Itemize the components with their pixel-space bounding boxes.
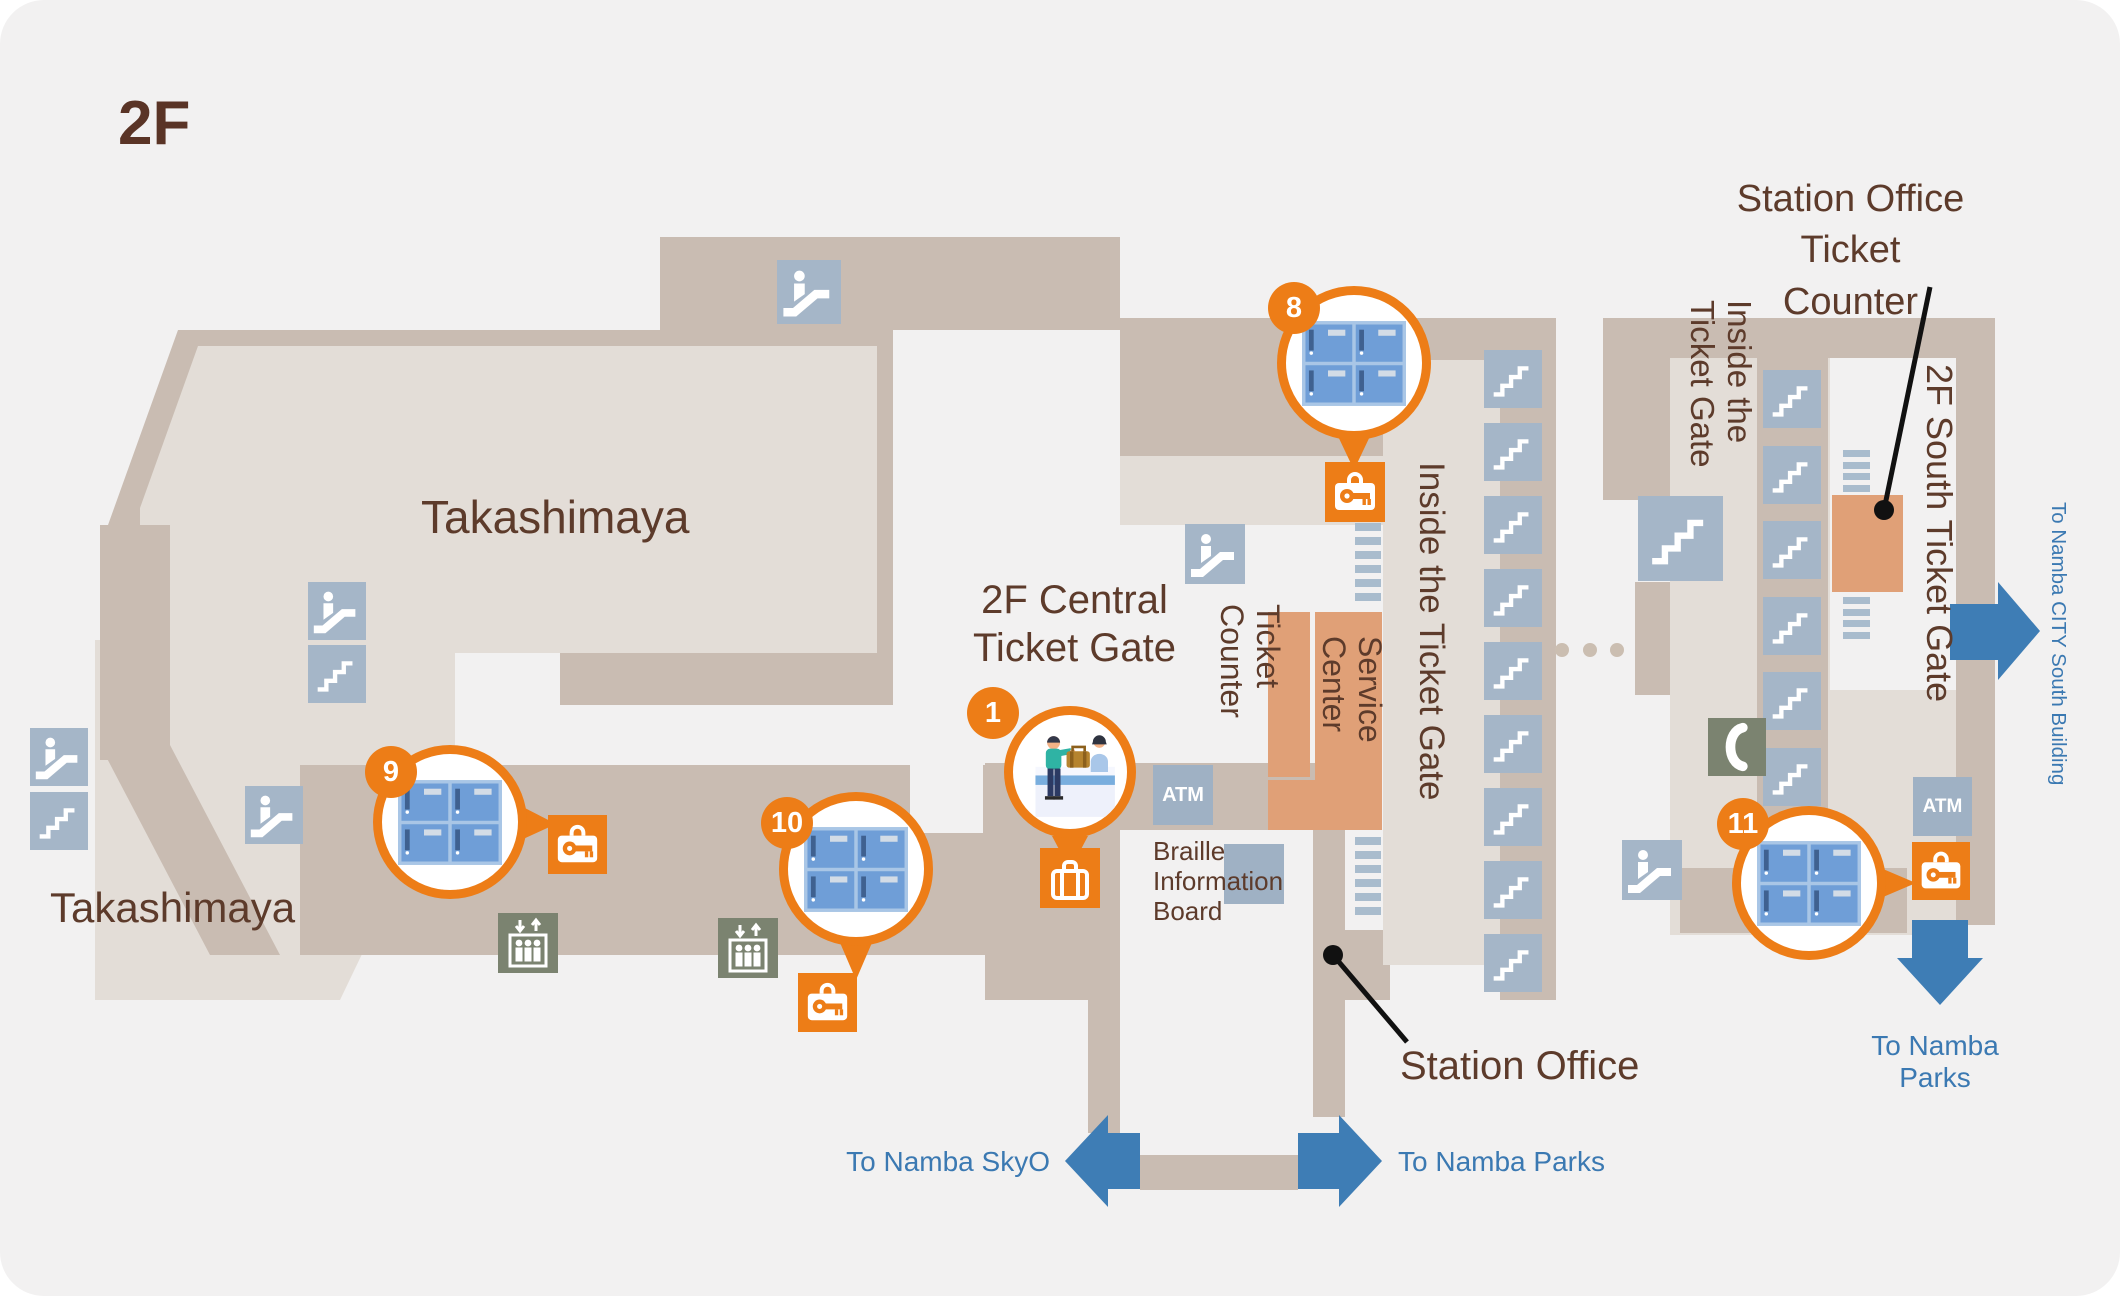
ticket-gate-bar [1355, 851, 1381, 859]
locker-number-badge: 9 [365, 746, 417, 798]
ticket-gate-bar [1843, 461, 1870, 469]
locker-key-icon [798, 973, 857, 1032]
ticket-gate-bar [1355, 523, 1381, 531]
ticket-gate-bar [1355, 593, 1381, 601]
braille-board-label: Braille Information Board [1153, 836, 1284, 927]
inside-ticket-gate-right-label: Inside the Ticket Gate [1684, 300, 1758, 468]
central-ticket-gate-label: 2F Central Ticket Gate [972, 578, 1177, 670]
ticket-gate-bar [1355, 893, 1381, 901]
ticket-gate-bar [1843, 620, 1870, 627]
ticket-gate-bar [1355, 865, 1381, 873]
stairs-icon [1484, 569, 1542, 627]
stairs-icon [1763, 446, 1821, 504]
to-namba-parks-bottom-label: To Namba Parks [1398, 1146, 1605, 1177]
ticket-gate-bar [1843, 473, 1870, 480]
ticket-gate-bar [1843, 631, 1870, 639]
ticket-gate-bar [1355, 837, 1381, 845]
elevator-icon [718, 918, 778, 978]
luggage-counter-icon [1040, 848, 1100, 908]
braille-board-icon [1224, 844, 1284, 904]
stairs-icon [1763, 370, 1821, 428]
to-namba-parks-right-label: To Namba Parks [1871, 1030, 1999, 1093]
stairs-icon [1484, 788, 1542, 846]
escalator-icon [308, 582, 366, 640]
ticket-counter-label: Ticket Counter [1214, 604, 1286, 718]
locker-number-badge: 11 [1717, 798, 1769, 850]
stairs-icon [1484, 715, 1542, 773]
locker-number-badge: 8 [1268, 282, 1320, 334]
escalator-icon [777, 260, 841, 324]
ticket-gate-bar [1355, 579, 1381, 587]
stairs-icon [1763, 672, 1821, 730]
ticket-gate-bar [1355, 907, 1381, 915]
service-center-label: Service Center [1316, 636, 1388, 743]
ticket-gate-bar [1843, 484, 1870, 492]
ticket-gate-bar [1355, 565, 1381, 573]
locker-number-badge: 10 [761, 797, 813, 849]
ticket-gate-bar [1843, 450, 1870, 457]
phone-icon [1708, 718, 1766, 776]
station-office-label: Station Office [1400, 1044, 1640, 1088]
stairs-icon [30, 792, 88, 850]
to-namba-skyo-label: To Namba SkyO [846, 1146, 1050, 1177]
locker-key-icon [1325, 462, 1385, 522]
ticket-gate-bar [1843, 597, 1870, 604]
stairs-icon [308, 645, 366, 703]
escalator-icon [1185, 524, 1245, 584]
takashimaya-upper-label: Takashimaya [421, 491, 690, 543]
ticket-gate-bar [1355, 551, 1381, 559]
locker-key-icon [548, 815, 607, 874]
stairs-icon [1763, 748, 1821, 806]
stairs-icon [1763, 597, 1821, 655]
ticket-gate-bar [1355, 879, 1381, 887]
locker-key-icon [1912, 842, 1970, 900]
stairs-icon [1484, 350, 1542, 408]
south-ticket-gate-label: 2F South Ticket Gate [1919, 364, 1960, 703]
ticket-gate-bar [1843, 608, 1870, 616]
elevator-icon [498, 913, 558, 973]
atm-icon: ATM [1153, 765, 1213, 825]
floor-title: 2F [118, 89, 191, 158]
luggage-counter-bubble [1004, 706, 1136, 838]
inside-ticket-gate-central-label: Inside the Ticket Gate [1412, 462, 1451, 801]
ticket-gate-bar [1355, 537, 1381, 545]
stairs-icon [1484, 861, 1542, 919]
escalator-icon [30, 728, 88, 786]
to-namba-city-label: To Namba CITY South Building [2047, 502, 2070, 786]
takashimaya-lower-label: Takashimaya [50, 884, 296, 931]
stairs-icon [1763, 521, 1821, 579]
station-office-ticket-counter-label: Station Office Ticket Counter [1736, 178, 1965, 323]
stairs-icon [1484, 496, 1542, 554]
stairs-icon [1484, 423, 1542, 481]
escalator-icon [245, 786, 303, 844]
locker-number-badge: 1 [967, 687, 1019, 739]
stairs-icon [1638, 496, 1723, 581]
atm-icon: ATM [1913, 777, 1972, 836]
escalator-icon [1622, 840, 1682, 900]
stairs-icon [1484, 642, 1542, 700]
stairs-icon [1484, 934, 1542, 992]
